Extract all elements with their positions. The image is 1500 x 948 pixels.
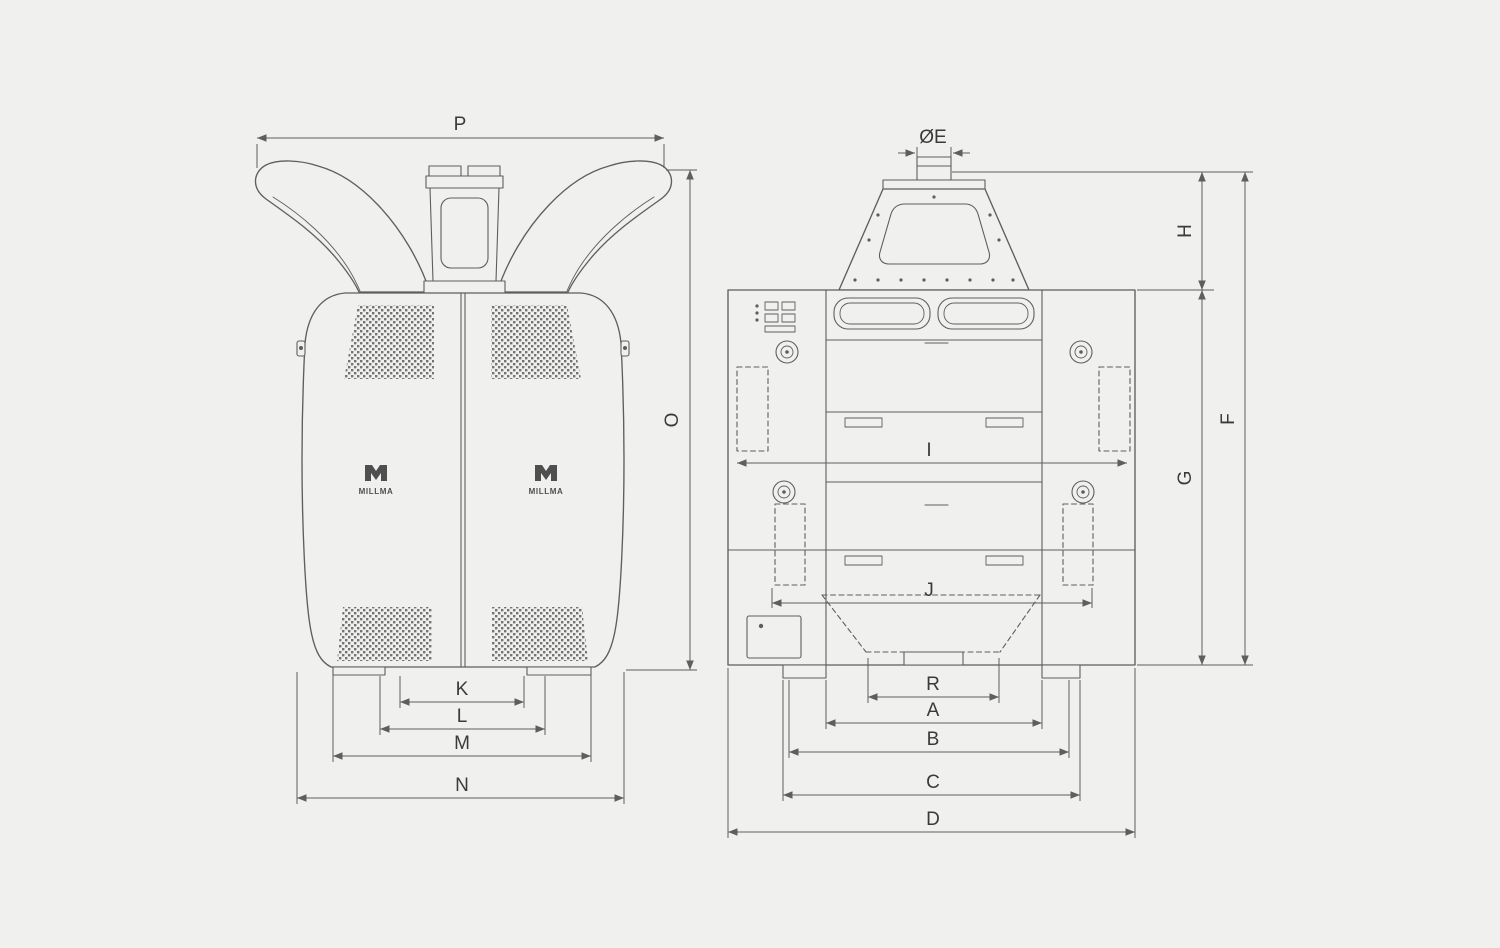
right-leg <box>1041 664 1081 679</box>
dashed-door-upper-right <box>1098 366 1131 452</box>
hopper <box>838 179 1030 291</box>
dimension-m: M <box>332 675 592 762</box>
brand-logo-right: MILLMA <box>529 465 564 496</box>
outlet-flange <box>903 651 964 666</box>
control-panel <box>755 301 796 333</box>
dimension-c: C <box>782 680 1081 801</box>
dimension-g: G <box>1175 290 1206 665</box>
top-handle-left <box>833 297 931 330</box>
right-foot <box>526 666 592 676</box>
side-view: MILLMA MILLMA P O K L <box>254 114 697 804</box>
dimension-f: F <box>1137 172 1253 666</box>
inlet-column <box>423 165 506 295</box>
dimension-d-label: D <box>926 809 940 830</box>
outlet-funnel <box>821 594 1041 666</box>
perforation-bottom-right <box>492 607 588 661</box>
inlet-base <box>423 280 506 295</box>
dimension-n: N <box>296 672 625 804</box>
perforation-top-right <box>491 305 581 379</box>
dimension-i-label: I <box>926 440 931 461</box>
handwheel-bottom-left <box>772 480 796 504</box>
dimension-h-label: H <box>1175 224 1196 238</box>
dimension-d: D <box>727 668 1136 838</box>
dimension-k: K <box>399 676 525 708</box>
dimension-a: A <box>825 680 1043 729</box>
dimension-j: J <box>771 580 1093 608</box>
drawer-handle-2 <box>985 417 1024 428</box>
dimension-r-label: R <box>926 674 940 695</box>
right-latch <box>620 340 630 357</box>
left-feed-arm <box>254 160 431 293</box>
dimension-m-label: M <box>454 733 470 754</box>
hopper-bolts <box>853 195 1015 282</box>
dimension-a-label: A <box>927 700 940 721</box>
drawer-handle-3 <box>844 555 883 566</box>
dimension-o: O <box>626 169 697 671</box>
dimension-i: I <box>737 440 1127 467</box>
right-feed-arm <box>496 160 673 293</box>
dimension-e: ØE <box>898 127 970 160</box>
dimension-k-label: K <box>456 679 469 700</box>
dashed-door-lower-left <box>774 503 806 586</box>
handwheel-top-left <box>775 340 799 364</box>
dimension-e-label: ØE <box>919 127 946 148</box>
dimension-b-label: B <box>927 729 940 750</box>
top-handle-right <box>937 297 1035 330</box>
handwheel-top-right <box>1069 340 1093 364</box>
dimension-n-label: N <box>455 775 469 796</box>
drawer-handle-4 <box>985 555 1024 566</box>
hopper-window <box>878 203 991 265</box>
left-leg <box>782 664 827 679</box>
brand-logo-left-text: MILLMA <box>359 487 394 496</box>
inlet-stub-left <box>428 165 462 177</box>
drawer-handle-1 <box>844 417 883 428</box>
dimension-p-label: P <box>454 114 467 135</box>
perforation-bottom-left <box>337 607 432 661</box>
perforation-top-left <box>344 305 434 379</box>
front-body <box>727 289 1136 679</box>
dimension-l-label: L <box>457 706 468 727</box>
brand-logo-right-text: MILLMA <box>529 487 564 496</box>
dimension-g-label: G <box>1175 471 1196 486</box>
electrical-box <box>746 615 802 659</box>
front-view: ØE I J H G F <box>727 127 1253 838</box>
dimension-r: R <box>867 658 1000 703</box>
left-foot <box>332 666 386 676</box>
dashed-door-upper-left <box>736 366 769 452</box>
brand-logo-left: MILLMA <box>359 465 394 496</box>
dimension-c-label: C <box>926 772 940 793</box>
inlet-pipe <box>916 156 952 181</box>
dimension-f-label: F <box>1218 413 1239 425</box>
dimension-o-label: O <box>662 413 683 428</box>
handwheel-bottom-right <box>1071 480 1095 504</box>
dashed-door-lower-right <box>1062 503 1094 586</box>
left-latch <box>296 340 306 357</box>
dimension-p: P <box>256 114 665 168</box>
inlet-window <box>440 197 489 269</box>
dimension-j-label: J <box>924 580 934 601</box>
machine-body <box>296 292 630 676</box>
dimension-l: L <box>379 676 546 735</box>
inlet-stub-right <box>467 165 501 177</box>
dimension-b: B <box>788 680 1070 758</box>
